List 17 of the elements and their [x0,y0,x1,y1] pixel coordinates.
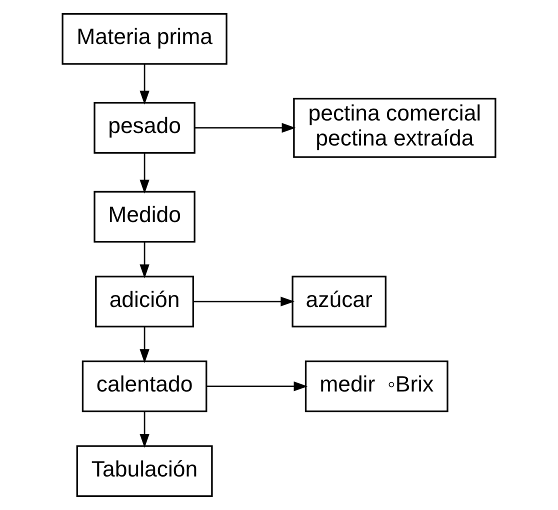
arrow [194,296,295,306]
arrow [194,122,296,133]
arrow [140,64,150,105]
node-box: Tabulación [76,445,213,497]
node-box: Materia prima [62,13,228,65]
arrow [140,153,150,194]
arrow [206,381,308,392]
node-box: pesado [94,102,196,154]
node-box: adición [95,276,194,328]
arrow [140,242,150,278]
node-box: azúcar [292,276,386,328]
node-box: pectina comercial pectina extraída [293,98,496,158]
arrow [140,411,150,448]
node-box: medir ◦Brix [304,360,448,412]
node-box: calentado [82,360,208,412]
arrow [140,326,150,364]
node-box: Medido [94,190,196,243]
